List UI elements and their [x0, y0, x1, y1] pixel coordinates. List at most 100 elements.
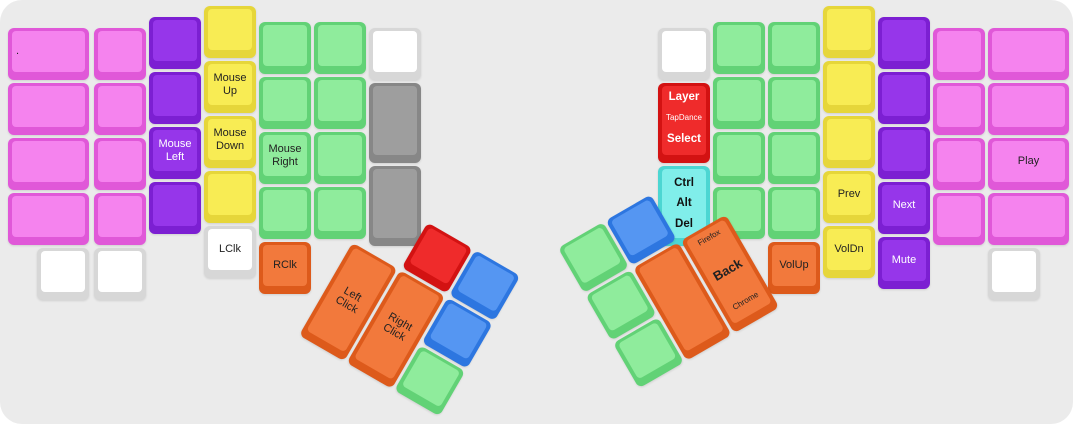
key-green-right-c6-r2[interactable]	[713, 77, 765, 129]
keycap-surface	[373, 86, 417, 155]
keycap-surface	[263, 190, 307, 231]
key-green-right-c5-r1[interactable]	[768, 22, 820, 74]
keycap-surface	[318, 80, 362, 121]
key-purple-right-r2[interactable]	[878, 72, 930, 124]
keycap-surface	[772, 80, 816, 121]
key-pink-right-c1-r2[interactable]	[988, 83, 1069, 135]
keycap-surface	[98, 196, 142, 237]
key-next[interactable]: Next	[878, 182, 930, 234]
key-pink-left-c2-r4[interactable]	[94, 193, 146, 245]
key-label: Layer	[668, 91, 700, 103]
key-purple-left-r1[interactable]	[149, 17, 201, 69]
key-green-right-c5-r4[interactable]	[768, 187, 820, 239]
key-pink-left-c1-r1[interactable]: .	[8, 28, 89, 80]
key-volup[interactable]: VolUp	[768, 242, 820, 294]
key-gray-left-inner-1[interactable]	[369, 83, 421, 163]
keycap-surface	[882, 130, 926, 171]
key-gray-left-inner-2[interactable]	[369, 166, 421, 246]
key-pink-left-c1-r2[interactable]	[8, 83, 89, 135]
key-purple-left-r4[interactable]	[149, 182, 201, 234]
keycap-surface	[827, 119, 871, 160]
keycap-surface	[717, 135, 761, 176]
key-green-right-c6-r3[interactable]	[713, 132, 765, 184]
keycap-surface	[717, 25, 761, 66]
key-blank-left-inner-top[interactable]	[369, 28, 421, 80]
keycap-surface	[98, 31, 142, 72]
key-label: Mouse	[213, 72, 247, 85]
key-label: Select	[667, 133, 701, 146]
keycap-surface: VolDn	[827, 229, 871, 270]
keycap-surface	[318, 25, 362, 66]
key-mute[interactable]: Mute	[878, 237, 930, 289]
key-green-right-c5-r2[interactable]	[768, 77, 820, 129]
keycap-surface: RClk	[263, 245, 307, 286]
key-green-left-c5-r2[interactable]	[259, 77, 311, 129]
key-prev[interactable]: Prev	[823, 171, 875, 223]
key-blank-right-inner-top[interactable]	[658, 28, 710, 80]
key-green-left-c5-r4[interactable]	[259, 187, 311, 239]
key-blank-right-bottom[interactable]	[988, 248, 1040, 300]
keycap-surface	[318, 135, 362, 176]
key-pink-left-c2-r1[interactable]	[94, 28, 146, 80]
keycap-surface	[373, 31, 417, 72]
key-green-right-c5-r3[interactable]	[768, 132, 820, 184]
key-pink-right-c1-r1[interactable]	[988, 28, 1069, 80]
keycap-surface	[937, 141, 981, 182]
key-pink-right-c2-r4[interactable]	[933, 193, 985, 245]
keycap-surface	[882, 20, 926, 61]
keycap-surface	[456, 254, 516, 313]
key-label: Chrome	[731, 289, 761, 312]
key-pink-left-c2-r3[interactable]	[94, 138, 146, 190]
key-blank-left-c1-bottom[interactable]	[37, 248, 89, 300]
key-rclk[interactable]: RClk	[259, 242, 311, 294]
key-label: VolDn	[834, 243, 864, 256]
key-yellow-left-r1[interactable]	[204, 6, 256, 58]
key-pink-right-c2-r2[interactable]	[933, 83, 985, 135]
key-pink-left-c1-r3[interactable]	[8, 138, 89, 190]
key-pink-right-c1-r4[interactable]	[988, 193, 1069, 245]
key-green-left-c6-r3[interactable]	[314, 132, 366, 184]
key-purple-left-r2[interactable]	[149, 72, 201, 124]
keycap-surface	[937, 31, 981, 72]
key-pink-right-c2-r1[interactable]	[933, 28, 985, 80]
key-label: Next	[892, 199, 916, 212]
keycap-surface	[772, 25, 816, 66]
keycap-surface	[373, 169, 417, 238]
key-green-left-c6-r4[interactable]	[314, 187, 366, 239]
key-pink-left-c2-r2[interactable]	[94, 83, 146, 135]
key-blank-left-c2-bottom[interactable]	[94, 248, 146, 300]
key-voldn[interactable]: VolDn	[823, 226, 875, 278]
key-green-left-c6-r1[interactable]	[314, 22, 366, 74]
key-label: Mute	[891, 254, 917, 267]
key-green-left-c6-r2[interactable]	[314, 77, 366, 129]
key-yellow-right-r2[interactable]	[823, 61, 875, 113]
key-pink-right-c2-r3[interactable]	[933, 138, 985, 190]
keycap-surface	[263, 80, 307, 121]
key-yellow-right-r1[interactable]	[823, 6, 875, 58]
keycap-surface	[153, 185, 197, 226]
key-lclk[interactable]: LClk	[204, 226, 256, 278]
keycap-surface	[12, 196, 85, 237]
key-label: RClk	[273, 259, 297, 272]
key-purple-right-r1[interactable]	[878, 17, 930, 69]
key-purple-right-r3[interactable]	[878, 127, 930, 179]
key-yellow-left-r4[interactable]	[204, 171, 256, 223]
key-pink-left-c1-r4[interactable]	[8, 193, 89, 245]
key-green-right-c6-r1[interactable]	[713, 22, 765, 74]
keycap-surface	[882, 75, 926, 116]
keycap-surface	[41, 251, 85, 292]
key-label: Down	[215, 139, 245, 152]
key-yellow-right-r3[interactable]	[823, 116, 875, 168]
key-play[interactable]: Play	[988, 138, 1069, 190]
keycap-surface	[263, 25, 307, 66]
keycap-surface	[12, 86, 85, 127]
key-label: Left	[165, 150, 185, 163]
key-green-left-c5-r1[interactable]	[259, 22, 311, 74]
keycap-surface	[153, 75, 197, 116]
